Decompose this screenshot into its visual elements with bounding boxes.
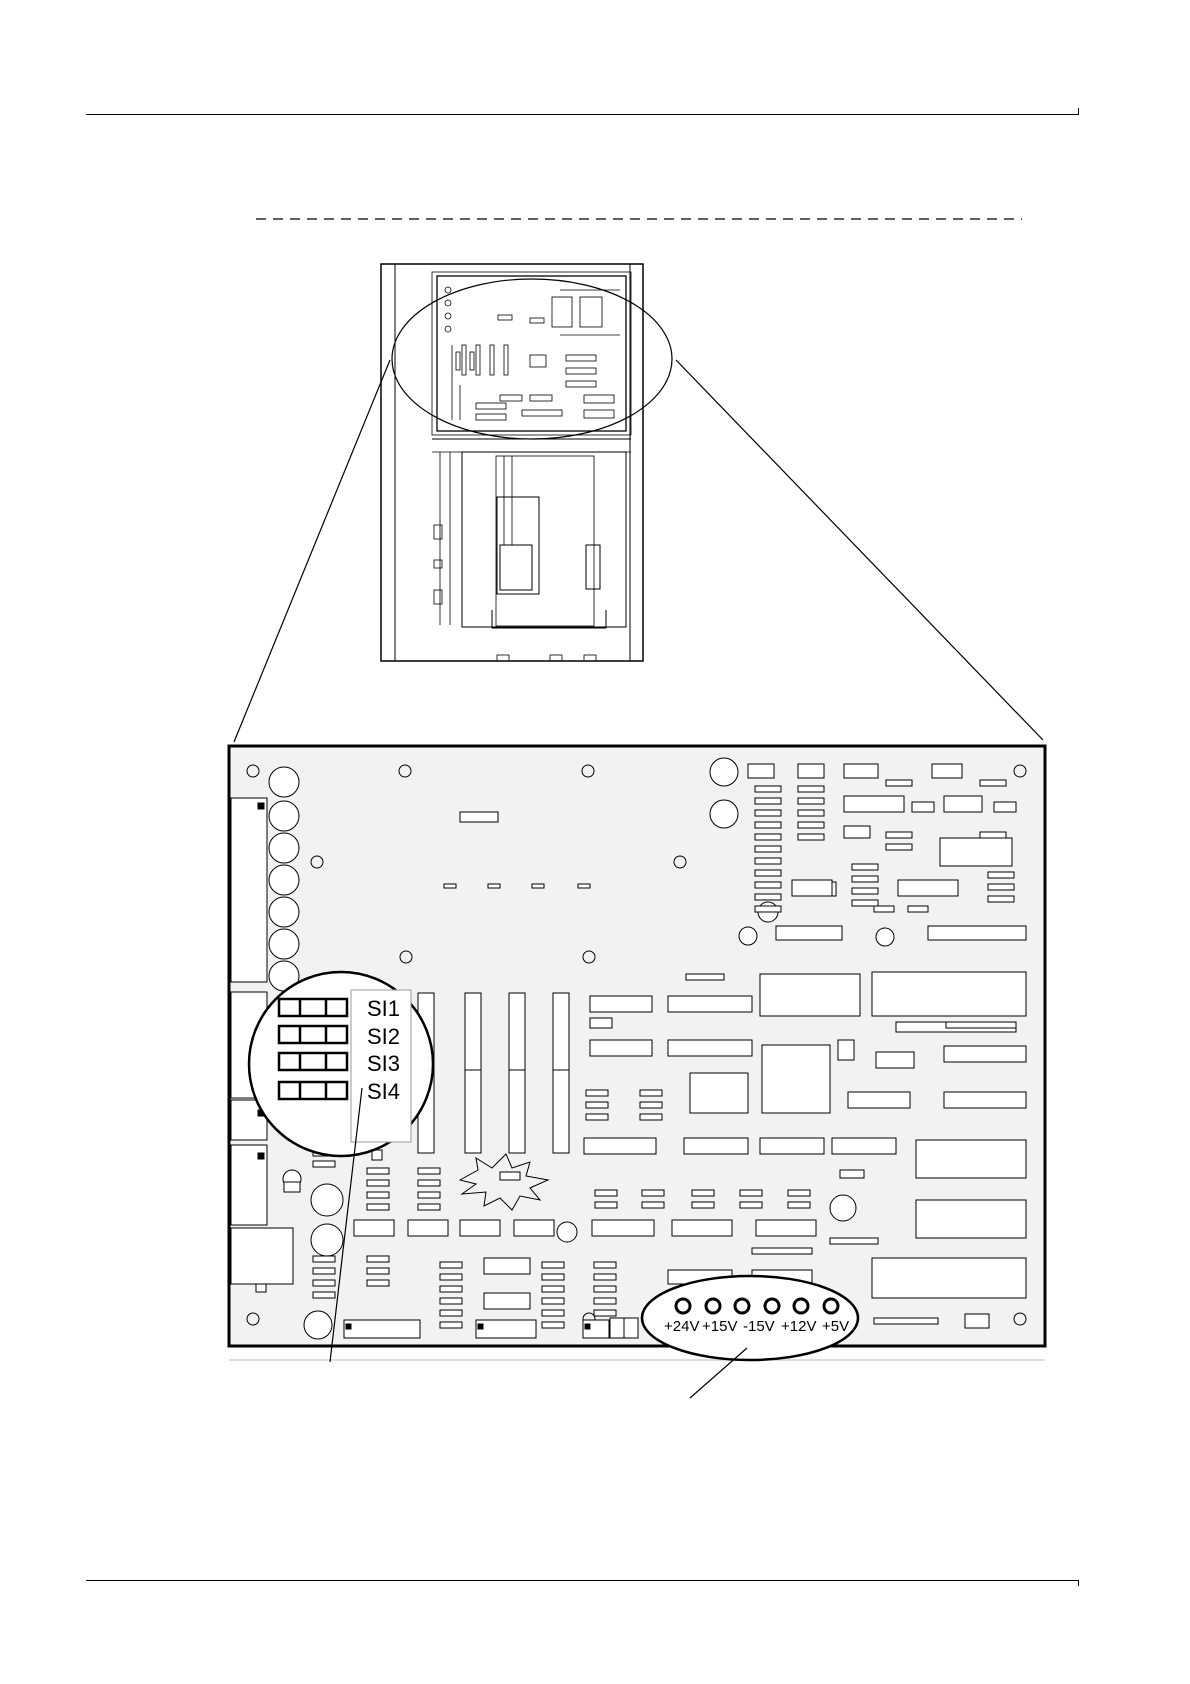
cabinet-board-detail	[445, 287, 620, 420]
test-point-socket-1	[676, 1299, 690, 1313]
test-point-label-15v: +15V	[702, 1318, 737, 1335]
fuse-label-si4: SI4	[367, 1079, 400, 1104]
test-point-socket-2	[706, 1299, 720, 1313]
test-point-label-24v: +24V	[664, 1318, 699, 1335]
fuse-SI1	[279, 999, 347, 1016]
test-point-socket-3	[735, 1299, 749, 1313]
fuse-SI2	[279, 1026, 347, 1043]
cabinet-board	[437, 276, 626, 431]
fuse-label-si2: SI2	[367, 1024, 400, 1049]
test-point-label-12v: +12V	[781, 1318, 816, 1335]
test-point-socket-4	[765, 1299, 779, 1313]
cabinet-overview	[381, 264, 643, 661]
test-point-socket-6	[824, 1299, 838, 1313]
test-point-label-5v: +5V	[822, 1318, 849, 1335]
zoom-guide-left	[234, 360, 390, 742]
test-point-callout	[642, 1276, 858, 1398]
fuse-SI4	[279, 1082, 347, 1099]
test-point-socket-5	[794, 1299, 808, 1313]
test-point-label-minus15v: -15V	[743, 1318, 775, 1335]
zoom-guide-right	[676, 360, 1043, 740]
fuse-label-si1: SI1	[367, 996, 400, 1021]
fuse-label-si3: SI3	[367, 1051, 400, 1076]
fuse-SI3	[279, 1053, 347, 1070]
